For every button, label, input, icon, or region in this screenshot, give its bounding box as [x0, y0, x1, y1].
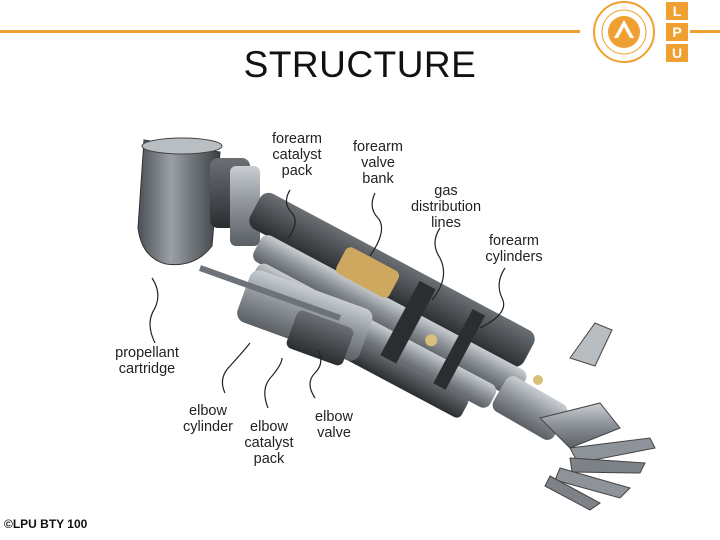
- label-gas-distribution-lines: gas distribution lines: [410, 183, 482, 231]
- label-elbow-valve: elbow valve: [315, 409, 353, 441]
- propellant-cartridge-part: [137, 137, 260, 266]
- label-elbow-catalyst-pack: elbow catalyst pack: [244, 419, 294, 467]
- label-forearm-catalyst-pack: forearm catalyst pack: [272, 131, 322, 179]
- hand-part: [492, 322, 656, 511]
- slide-title: STRUCTURE: [243, 44, 477, 85]
- header-rule-left: [0, 30, 580, 33]
- university-seal-logo: [593, 1, 655, 63]
- header-rule-right: [690, 30, 720, 33]
- label-forearm-valve-bank: forearm valve bank: [353, 139, 403, 187]
- label-elbow-cylinder: elbow cylinder: [183, 403, 233, 435]
- footer-copyright: ©LPU BTY 100: [4, 517, 88, 531]
- logo-letter-u: U: [666, 44, 688, 62]
- prosthetic-arm-diagram: [137, 137, 656, 511]
- label-propellant-cartridge: propellant cartridge: [115, 345, 179, 377]
- logo-letter-l: L: [666, 2, 688, 20]
- elbow-cylinder-part: [198, 265, 373, 366]
- label-forearm-cylinders: forearm cylinders: [485, 233, 543, 265]
- logo-letter-p: P: [666, 23, 688, 41]
- leader-lines: [149, 189, 506, 409]
